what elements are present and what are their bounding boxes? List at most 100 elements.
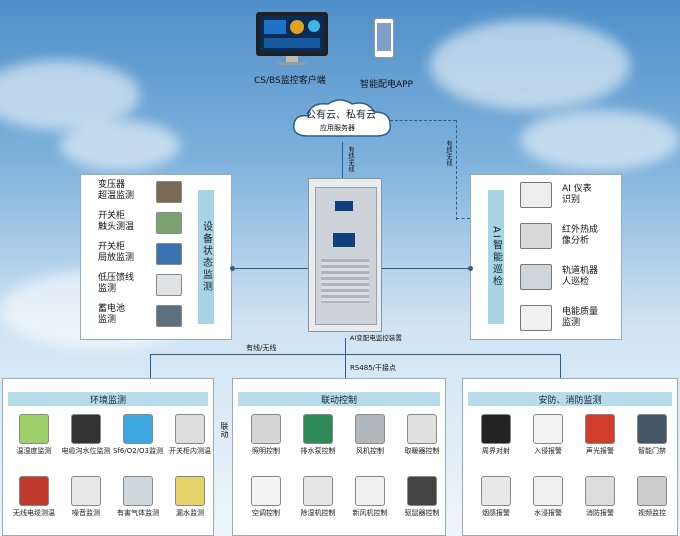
security-item-label: 周界对射 xyxy=(482,447,510,455)
linkage-item-label: 除湿机控制 xyxy=(300,509,336,517)
security-item-icon xyxy=(585,476,615,506)
left-item-label: 开关柜 局放监测 xyxy=(98,242,135,263)
security-item: 智能门禁 xyxy=(626,414,678,456)
env-item-label: 温湿度监测 xyxy=(16,447,52,455)
env-item-label: Sf6/O2/O3监测 xyxy=(112,447,163,455)
security-item-icon xyxy=(637,476,667,506)
security-item-label: 烟感报警 xyxy=(482,509,510,517)
linkage-item: 照明控制 xyxy=(240,414,292,456)
link-label-right: 有线/无线 xyxy=(445,140,452,167)
env-item-icon xyxy=(19,414,49,444)
linkage-item-icon xyxy=(303,414,333,444)
feeder-icon xyxy=(156,274,182,296)
env-item-label: 无线电缆测温 xyxy=(13,509,55,517)
linkage-item: 排水泵控制 xyxy=(292,414,344,456)
right-item-label: 电能质量 监测 xyxy=(562,307,599,328)
security-item: 周界对射 xyxy=(470,414,522,456)
linkage-item-icon xyxy=(407,414,437,444)
security-item-label: 消防报警 xyxy=(586,509,614,517)
env-item-icon xyxy=(71,476,101,506)
env-item-icon xyxy=(19,476,49,506)
security-item: 烟感报警 xyxy=(470,476,522,518)
linkage-item: 除湿机控制 xyxy=(292,476,344,518)
cloud-subtitle: 应用服务器 xyxy=(320,124,355,132)
linkage-item: 驱鼠器控制 xyxy=(396,476,448,518)
env-item: 开关柜内测温 xyxy=(164,414,216,456)
cloud-icon xyxy=(293,99,391,137)
security-item-icon xyxy=(533,414,563,444)
security-item-icon xyxy=(533,476,563,506)
env-item-label: 电缆沟水位监测 xyxy=(61,447,111,455)
env-item: Sf6/O2/O3监测 xyxy=(112,414,164,456)
security-title: 安防、消防监测 xyxy=(468,392,672,406)
linkage-item-label: 排水泵控制 xyxy=(300,447,336,455)
linkage-item: 空调控制 xyxy=(240,476,292,518)
cs-client-label: CS/BS监控客户端 xyxy=(254,76,326,86)
security-item-label: 声光报警 xyxy=(586,447,614,455)
linkage-item: 风机控制 xyxy=(344,414,396,456)
env-item-label: 有害气体监测 xyxy=(117,509,159,517)
security-item-icon xyxy=(481,414,511,444)
security-item-label: 入侵报警 xyxy=(534,447,562,455)
linkage-item-label: 空调控制 xyxy=(252,509,280,517)
env-item-icon xyxy=(123,476,153,506)
security-item-label: 视频监控 xyxy=(638,509,666,517)
right-item-label: AI 仪表 识别 xyxy=(562,184,592,205)
env-item-label: 漏水监测 xyxy=(176,509,204,517)
security-item-label: 水浸报警 xyxy=(534,509,562,517)
cloud-title: 公有云、私有云 xyxy=(306,110,376,121)
phone-icon xyxy=(374,18,394,58)
linkage-item-icon xyxy=(355,476,385,506)
env-item-icon xyxy=(123,414,153,444)
switch-meter-icon xyxy=(156,212,182,234)
env-item: 电缆沟水位监测 xyxy=(60,414,112,456)
linkage-item-icon xyxy=(251,414,281,444)
battery-icon xyxy=(156,305,182,327)
security-item: 声光报警 xyxy=(574,414,626,456)
linkage-item-icon xyxy=(303,476,333,506)
right-panel-title: AI智能巡检 xyxy=(488,190,504,324)
linkage-title: 联动控制 xyxy=(238,392,440,406)
linkage-item-label: 驱鼠器控制 xyxy=(404,509,440,517)
linkage-item-icon xyxy=(251,476,281,506)
linkage-item-icon xyxy=(407,476,437,506)
link-label-left: 有线/无线 xyxy=(347,146,354,173)
watermark: www.ybsea.com xyxy=(600,518,665,527)
linkage-item-icon xyxy=(355,414,385,444)
power-meter-icon xyxy=(520,305,552,331)
linkage-item-label: 新风机控制 xyxy=(352,509,388,517)
security-item: 水浸报警 xyxy=(522,476,574,518)
env-item: 噪音监测 xyxy=(60,476,112,518)
env-item: 无线电缆测温 xyxy=(8,476,60,518)
security-item: 消防报警 xyxy=(574,476,626,518)
cabinet-caption: AI变配电监控装置 xyxy=(350,334,402,342)
discharge-sensor-icon xyxy=(156,243,182,265)
thermal-camera-icon xyxy=(520,223,552,249)
env-item-icon xyxy=(175,414,205,444)
left-item-label: 变压器 超温监测 xyxy=(98,180,135,201)
env-item-label: 开关柜内测温 xyxy=(169,447,211,455)
linkage-side-label: 联动 xyxy=(220,422,229,438)
cabinet-icon xyxy=(308,178,382,332)
env-item: 温湿度监测 xyxy=(8,414,60,456)
security-item-icon xyxy=(637,414,667,444)
left-item-label: 低压馈线 监测 xyxy=(98,273,135,294)
env-item-icon xyxy=(175,476,205,506)
security-item: 入侵报警 xyxy=(522,414,574,456)
rs485-label: RS485/干接点 xyxy=(350,364,397,372)
security-item-icon xyxy=(585,414,615,444)
left-item-label: 开关柜 触头测温 xyxy=(98,211,135,232)
env-item: 有害气体监测 xyxy=(112,476,164,518)
security-item-icon xyxy=(481,476,511,506)
env-title: 环境监测 xyxy=(8,392,208,406)
left-panel-title: 设备状态监测 xyxy=(198,190,214,324)
env-item-label: 噪音监测 xyxy=(72,509,100,517)
linkage-item: 取暖器控制 xyxy=(396,414,448,456)
linkage-item-label: 风机控制 xyxy=(356,447,384,455)
app-label: 智能配电APP xyxy=(360,80,414,90)
linkage-item-label: 取暖器控制 xyxy=(404,447,440,455)
right-item-label: 红外热成 像分析 xyxy=(562,225,599,246)
left-item-label: 蓄电池 监测 xyxy=(98,304,126,325)
env-item-icon xyxy=(71,414,101,444)
security-item: 视频监控 xyxy=(626,476,678,518)
